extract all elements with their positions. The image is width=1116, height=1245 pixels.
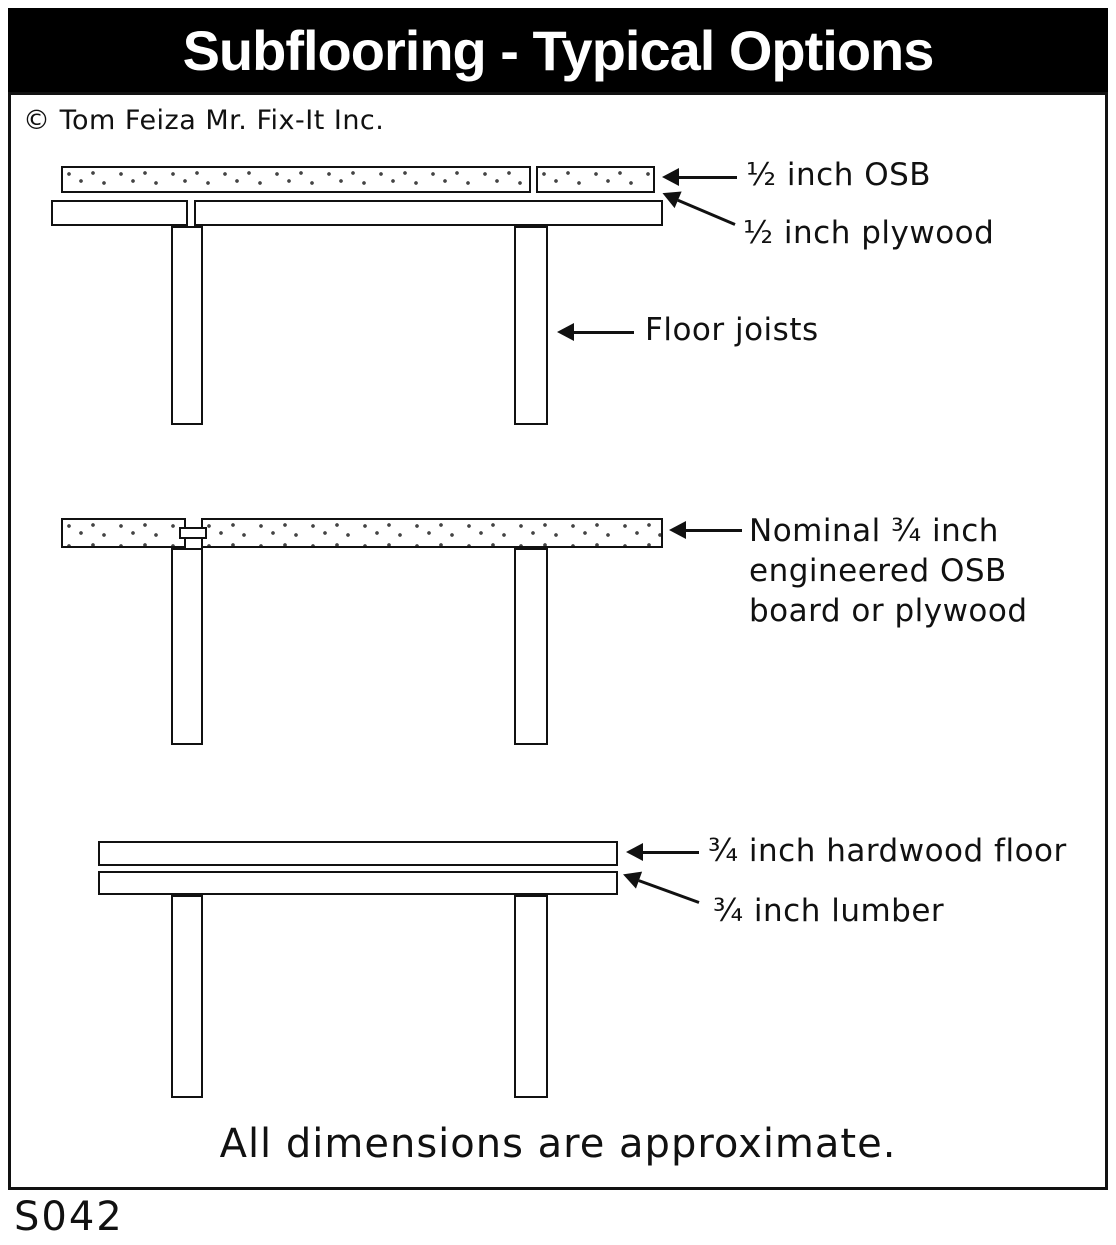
floor-joist: [171, 548, 203, 745]
engineered-board-label-line2: engineered OSB: [749, 553, 1007, 589]
engineered-board-left: [61, 518, 186, 548]
lumber-arrow-icon: [638, 879, 700, 904]
osb-sheet-right: [536, 166, 655, 193]
plywood-sheet-left: [51, 200, 188, 226]
osb-sheet-left: [61, 166, 531, 193]
joists-arrow-icon: [557, 323, 634, 341]
floor-joist: [514, 548, 548, 745]
engineered-board-label-line3: board or plywood: [749, 593, 1028, 629]
osb-label: ½ inch OSB: [746, 157, 932, 193]
engineered-board-label-line1: Nominal ¾ inch: [749, 513, 999, 549]
lumber-layer: [98, 871, 618, 895]
hardwood-label: ¾ inch hardwood floor: [708, 833, 1067, 869]
engineered-board-right: [201, 518, 663, 548]
lumber-label: ¾ inch lumber: [713, 893, 945, 929]
hardwood-arrow-icon: [626, 843, 699, 861]
floor-joist: [171, 895, 203, 1098]
page-title: Subflooring - Typical Options: [8, 8, 1108, 92]
floor-joist: [514, 895, 548, 1098]
hardwood-floor-layer: [98, 841, 618, 866]
engineered-board-label: Nominal ¾ inch engineered OSB board or p…: [749, 511, 1028, 631]
diagram-frame: © Tom Feiza Mr. Fix-It Inc. ½ inch OSB ½…: [8, 92, 1108, 1190]
osb-arrow-icon: [662, 168, 737, 186]
sheet-code: S042: [14, 1194, 124, 1240]
tongue-groove-joint: [179, 527, 207, 539]
copyright-text: © Tom Feiza Mr. Fix-It Inc.: [23, 105, 385, 136]
plywood-sheet-right: [194, 200, 663, 226]
plywood-label: ½ inch plywood: [743, 215, 995, 251]
plywood-arrow-icon: [677, 198, 736, 226]
floor-joist: [514, 226, 548, 425]
engineered-board-arrow-icon: [669, 521, 742, 539]
joists-label: Floor joists: [645, 312, 819, 348]
floor-joist: [171, 226, 203, 425]
dimensions-note: All dimensions are approximate.: [219, 1121, 897, 1167]
